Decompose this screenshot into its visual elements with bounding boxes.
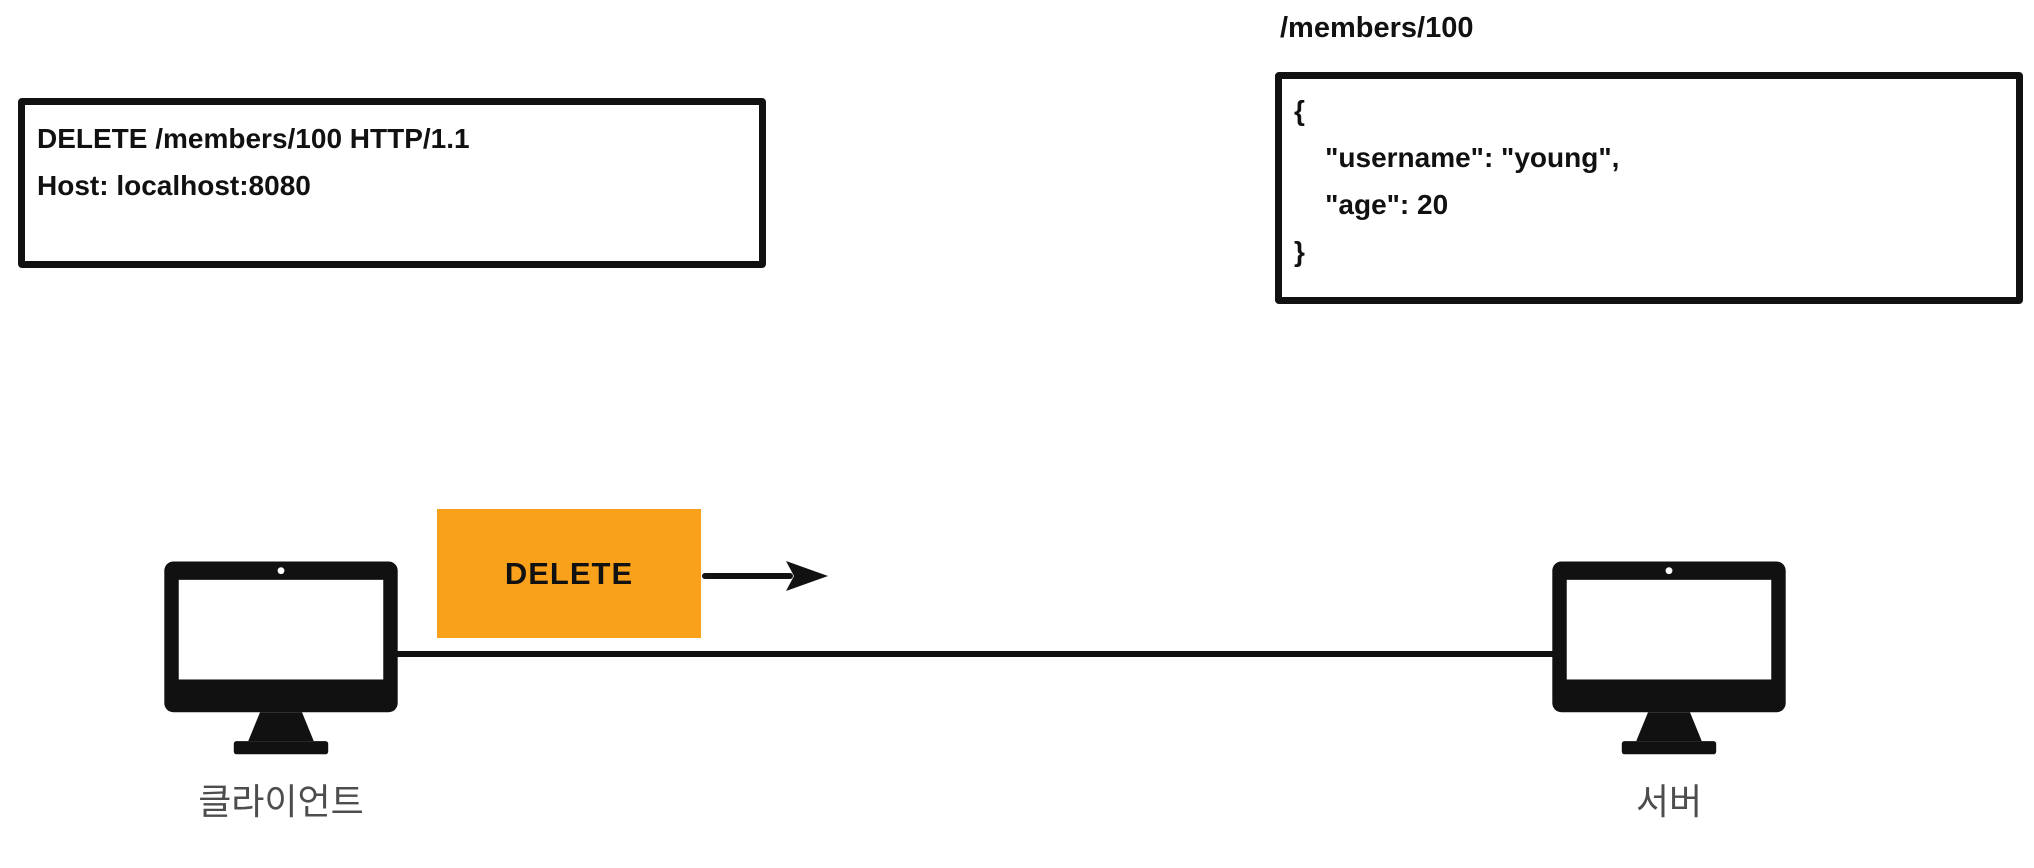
server-node: 서버 (1551, 560, 1787, 825)
delete-method-badge: DELETE (437, 509, 701, 638)
resource-json-box: { "username": "young", "age": 20 } (1275, 72, 2023, 304)
request-line: DELETE /members/100 HTTP/1.1 (37, 123, 470, 154)
http-request-box: DELETE /members/100 HTTP/1.1 Host: local… (18, 98, 766, 268)
server-label: 서버 (1635, 781, 1703, 822)
client-label: 클라이언트 (198, 781, 364, 822)
connection-line (392, 651, 1560, 657)
json-line: { (1294, 95, 1305, 126)
client-node: 클라이언트 (163, 560, 399, 825)
json-line: } (1294, 236, 1305, 267)
client-monitor-icon (164, 561, 398, 755)
json-line: "age": 20 (1294, 189, 1449, 220)
host-line: Host: localhost:8080 (37, 170, 311, 201)
resource-path-label: /members/100 (1280, 12, 1474, 44)
server-monitor-icon (1552, 561, 1786, 755)
request-arrow-icon (702, 561, 828, 591)
json-line: "username": "young", (1294, 142, 1620, 173)
